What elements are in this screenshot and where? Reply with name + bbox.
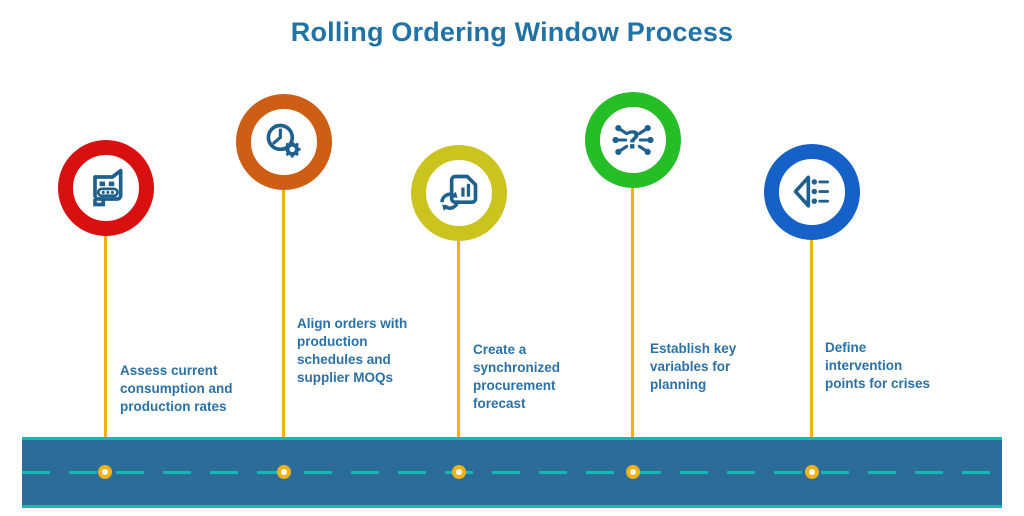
clock-gear-icon [262,120,306,164]
step-1-connector-line [104,236,107,472]
timeline-dashed-line [22,471,1002,474]
step-4-timeline-dot [626,465,640,479]
funnel-list-icon [790,170,834,214]
step-3-timeline-dot [452,465,466,479]
step-5-timeline-dot [805,465,819,479]
step-1-timeline-dot [98,465,112,479]
step-1-label: Assess current consumption and productio… [120,363,233,414]
step-2-timeline-dot [277,465,291,479]
step-2-circle [236,94,332,190]
order-form-icon [84,166,128,210]
step-4-circle: ? [585,92,681,188]
step-2-label: Align orders with production schedules a… [297,316,408,385]
page-title: Rolling Ordering Window Process [290,17,734,47]
sync-forecast-icon [437,171,481,215]
step-3-connector-line [457,241,460,472]
step-4-label: Establish key variables for planning [650,341,737,392]
step-5-connector-line [810,240,813,472]
step-5-circle [764,144,860,240]
step-5-label: Define intervention points for crises [825,340,931,391]
step-3-circle [411,145,507,241]
question-nodes-icon: ? [611,118,655,162]
step-1-circle [58,140,154,236]
step-3-label: Create a synchronized procurement foreca… [473,342,561,411]
timeline-band [22,437,1002,508]
step-4-connector-line [631,188,634,472]
step-2-connector-line [282,190,285,472]
svg-text:?: ? [626,125,640,154]
